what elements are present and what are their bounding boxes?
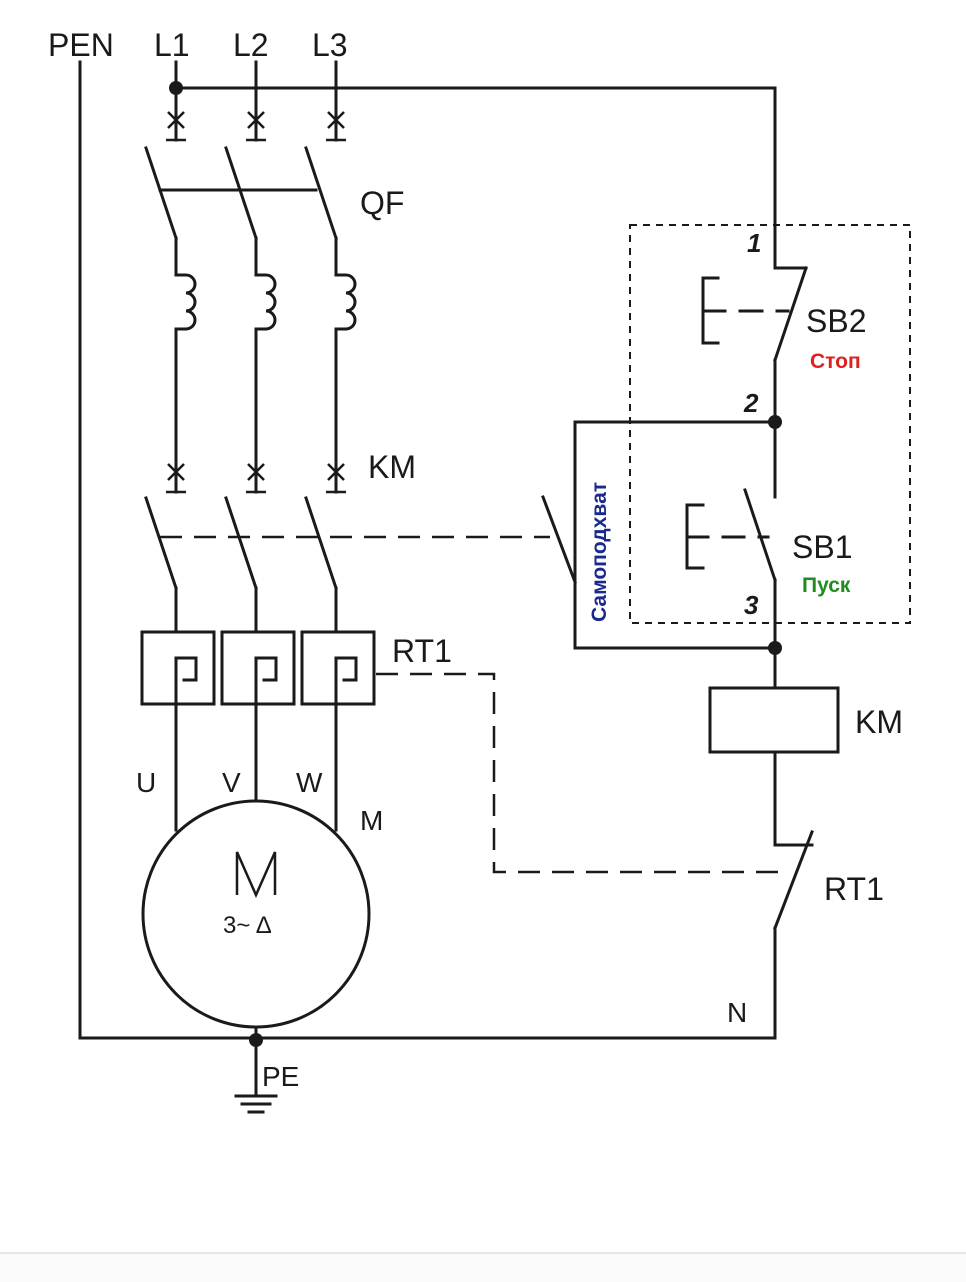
label-motor-m: M xyxy=(360,805,383,836)
label-node-3: 3 xyxy=(744,590,759,620)
label-pe: PE xyxy=(262,1061,299,1092)
label-rt1-heaters: RT1 xyxy=(392,633,452,669)
km-coil xyxy=(708,646,840,847)
label-motor-spec: 3~ Δ xyxy=(223,912,272,939)
label-qf: QF xyxy=(360,185,404,221)
label-stop-note: Стоп xyxy=(810,350,861,373)
motor-leads xyxy=(174,702,338,832)
label-km-main: KM xyxy=(368,449,416,485)
l1-control-feed xyxy=(174,86,777,270)
label-sb2: SB2 xyxy=(806,303,866,339)
label-l2: L2 xyxy=(233,27,269,63)
label-self-hold: Самоподхват xyxy=(588,482,611,622)
self-hold-contact xyxy=(541,420,777,650)
label-rt1-contact: RT1 xyxy=(824,871,884,907)
sb1-start-button xyxy=(685,420,777,650)
sb2-stop-button xyxy=(701,266,808,424)
qf-trip-elements xyxy=(174,273,357,494)
rt1-heater-elements xyxy=(140,630,376,706)
pen-conductor xyxy=(78,60,777,1040)
rt1-mechanical-link xyxy=(376,672,790,874)
label-l1: L1 xyxy=(154,27,190,63)
km-main-contacts xyxy=(144,496,338,634)
qf-breaker-contacts xyxy=(144,146,338,277)
label-node-2: 2 xyxy=(743,388,759,418)
label-node-1: 1 xyxy=(747,228,761,258)
rt1-control-contact xyxy=(773,830,814,930)
qf-terminal-marks xyxy=(166,111,346,142)
label-n: N xyxy=(727,997,747,1028)
motor-letter-m xyxy=(235,851,277,899)
label-phase-u: U xyxy=(136,767,156,798)
bottom-scroll-edge xyxy=(0,1252,966,1282)
label-phase-v: V xyxy=(222,767,241,798)
phase-lines-top xyxy=(174,60,338,142)
label-l3: L3 xyxy=(312,27,348,63)
km-terminal-marks xyxy=(166,463,346,494)
label-start-note: Пуск xyxy=(802,574,851,597)
label-sb1: SB1 xyxy=(792,529,852,565)
label-pen: PEN xyxy=(48,27,114,63)
label-phase-w: W xyxy=(296,767,323,798)
label-km-coil: KM xyxy=(855,704,903,740)
ground-symbol xyxy=(234,1025,278,1114)
pushbutton-enclosure xyxy=(629,224,911,624)
